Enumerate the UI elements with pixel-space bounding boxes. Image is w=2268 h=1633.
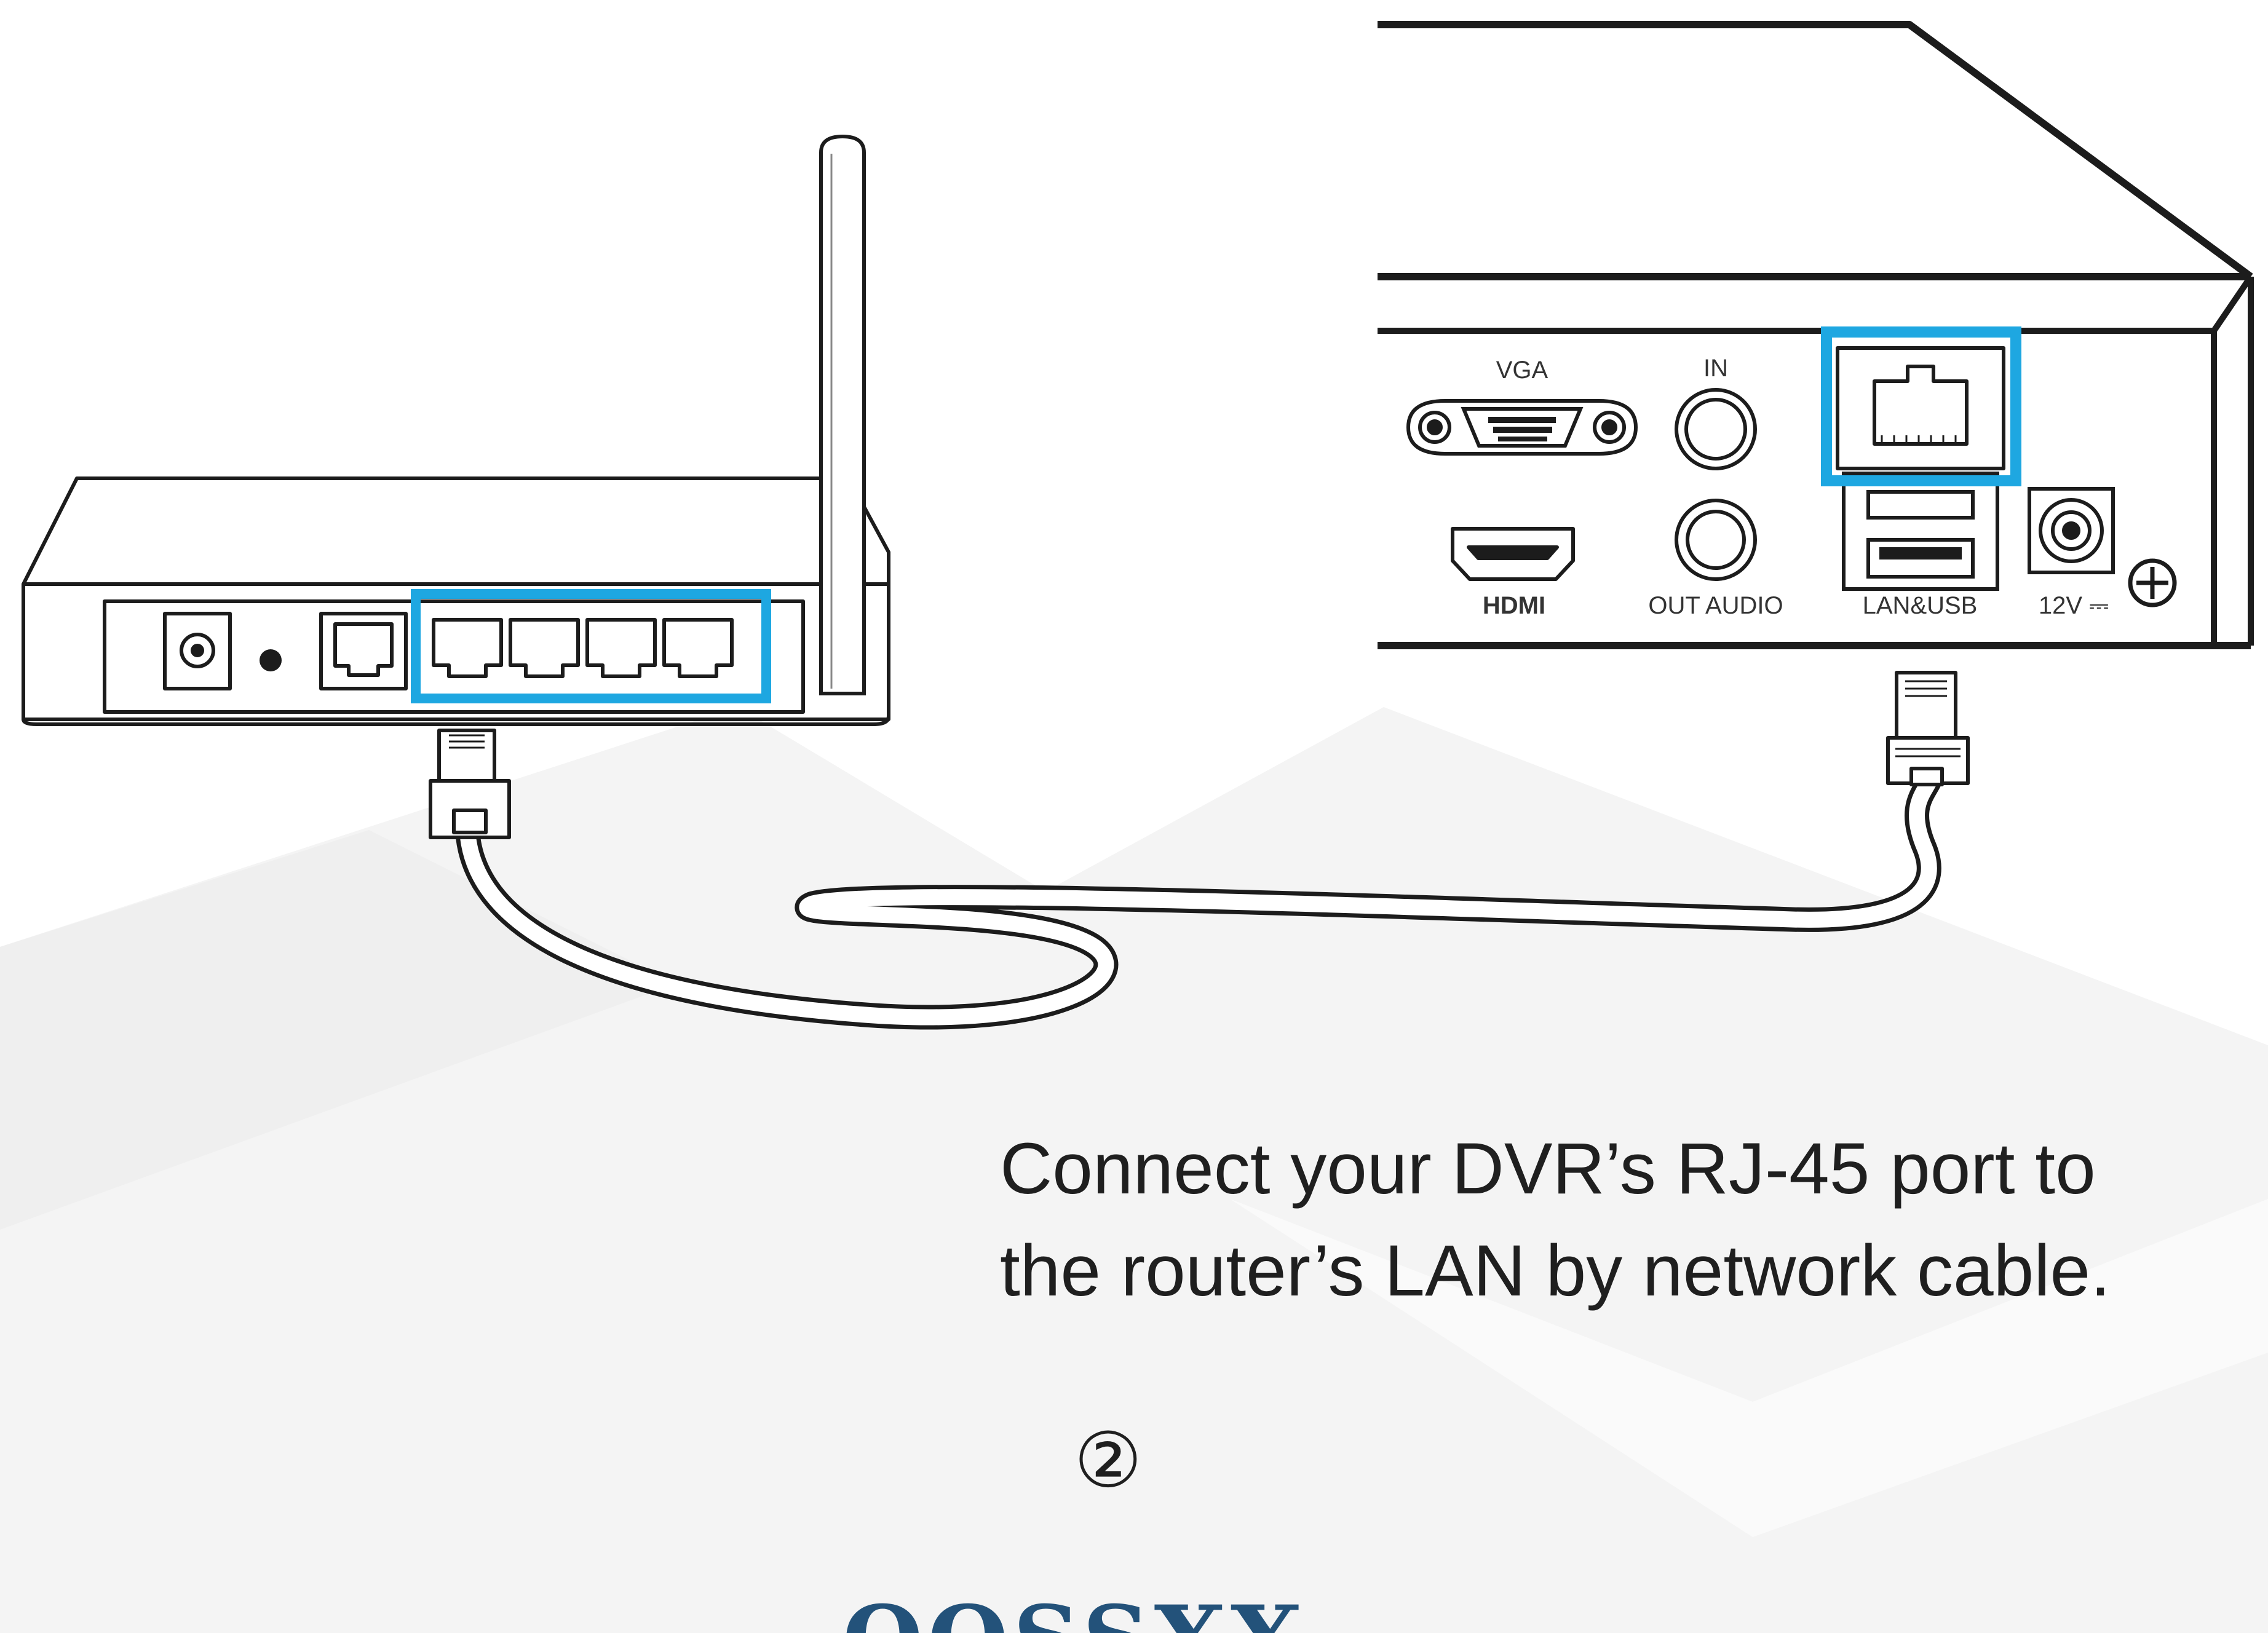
vga-label: VGA xyxy=(1496,357,1548,384)
router-lan-highlight xyxy=(411,589,771,703)
audio-in-label: IN xyxy=(1703,355,1728,382)
reset-button-icon xyxy=(260,649,282,671)
router-icon xyxy=(22,476,890,726)
instruction-caption: Connect your DVR’s RJ-45 port to the rou… xyxy=(1000,1118,2242,1322)
dvr-rj45-port-icon xyxy=(1836,346,2005,470)
antenna-icon xyxy=(819,134,866,695)
router-wan-port-icon xyxy=(319,612,408,690)
hdmi-label: HDMI xyxy=(1483,592,1545,619)
rj45-plug-icon xyxy=(1886,671,1970,786)
rj45-port-icon xyxy=(432,618,503,678)
rj45-port-icon xyxy=(509,618,580,678)
dvr-lan-highlight xyxy=(1821,326,2021,486)
router-lan-ports xyxy=(432,618,734,678)
out-audio-label: OUT AUDIO xyxy=(1648,592,1783,619)
vga-port-icon xyxy=(1406,399,1638,456)
brand-logo: OOSSXX xyxy=(843,1594,1307,1633)
caption-line-1: Connect your DVR’s RJ-45 port to xyxy=(1000,1128,2096,1209)
lan-usb-label: LAN&USB xyxy=(1863,592,1978,619)
audio-jack-icon xyxy=(1675,499,1757,581)
usb-port-icon xyxy=(1842,472,1999,591)
step-number: ② xyxy=(1074,1417,1143,1505)
power-label: 12V ⎓ xyxy=(2039,592,2109,619)
power-jack-icon xyxy=(2028,487,2115,574)
rj45-plug-icon xyxy=(429,729,511,839)
hdmi-port-icon xyxy=(1451,527,1575,581)
ground-icon xyxy=(2128,558,2177,607)
rj45-port-icon xyxy=(585,618,657,678)
caption-line-2: the router’s LAN by network cable. xyxy=(1000,1230,2111,1311)
dvr-icon xyxy=(1378,21,2254,649)
brand-text: OOSSXX xyxy=(843,1594,1307,1633)
audio-jack-icon xyxy=(1675,388,1757,470)
network-cable-icon xyxy=(455,765,1943,1030)
rj45-port-icon xyxy=(662,618,734,678)
